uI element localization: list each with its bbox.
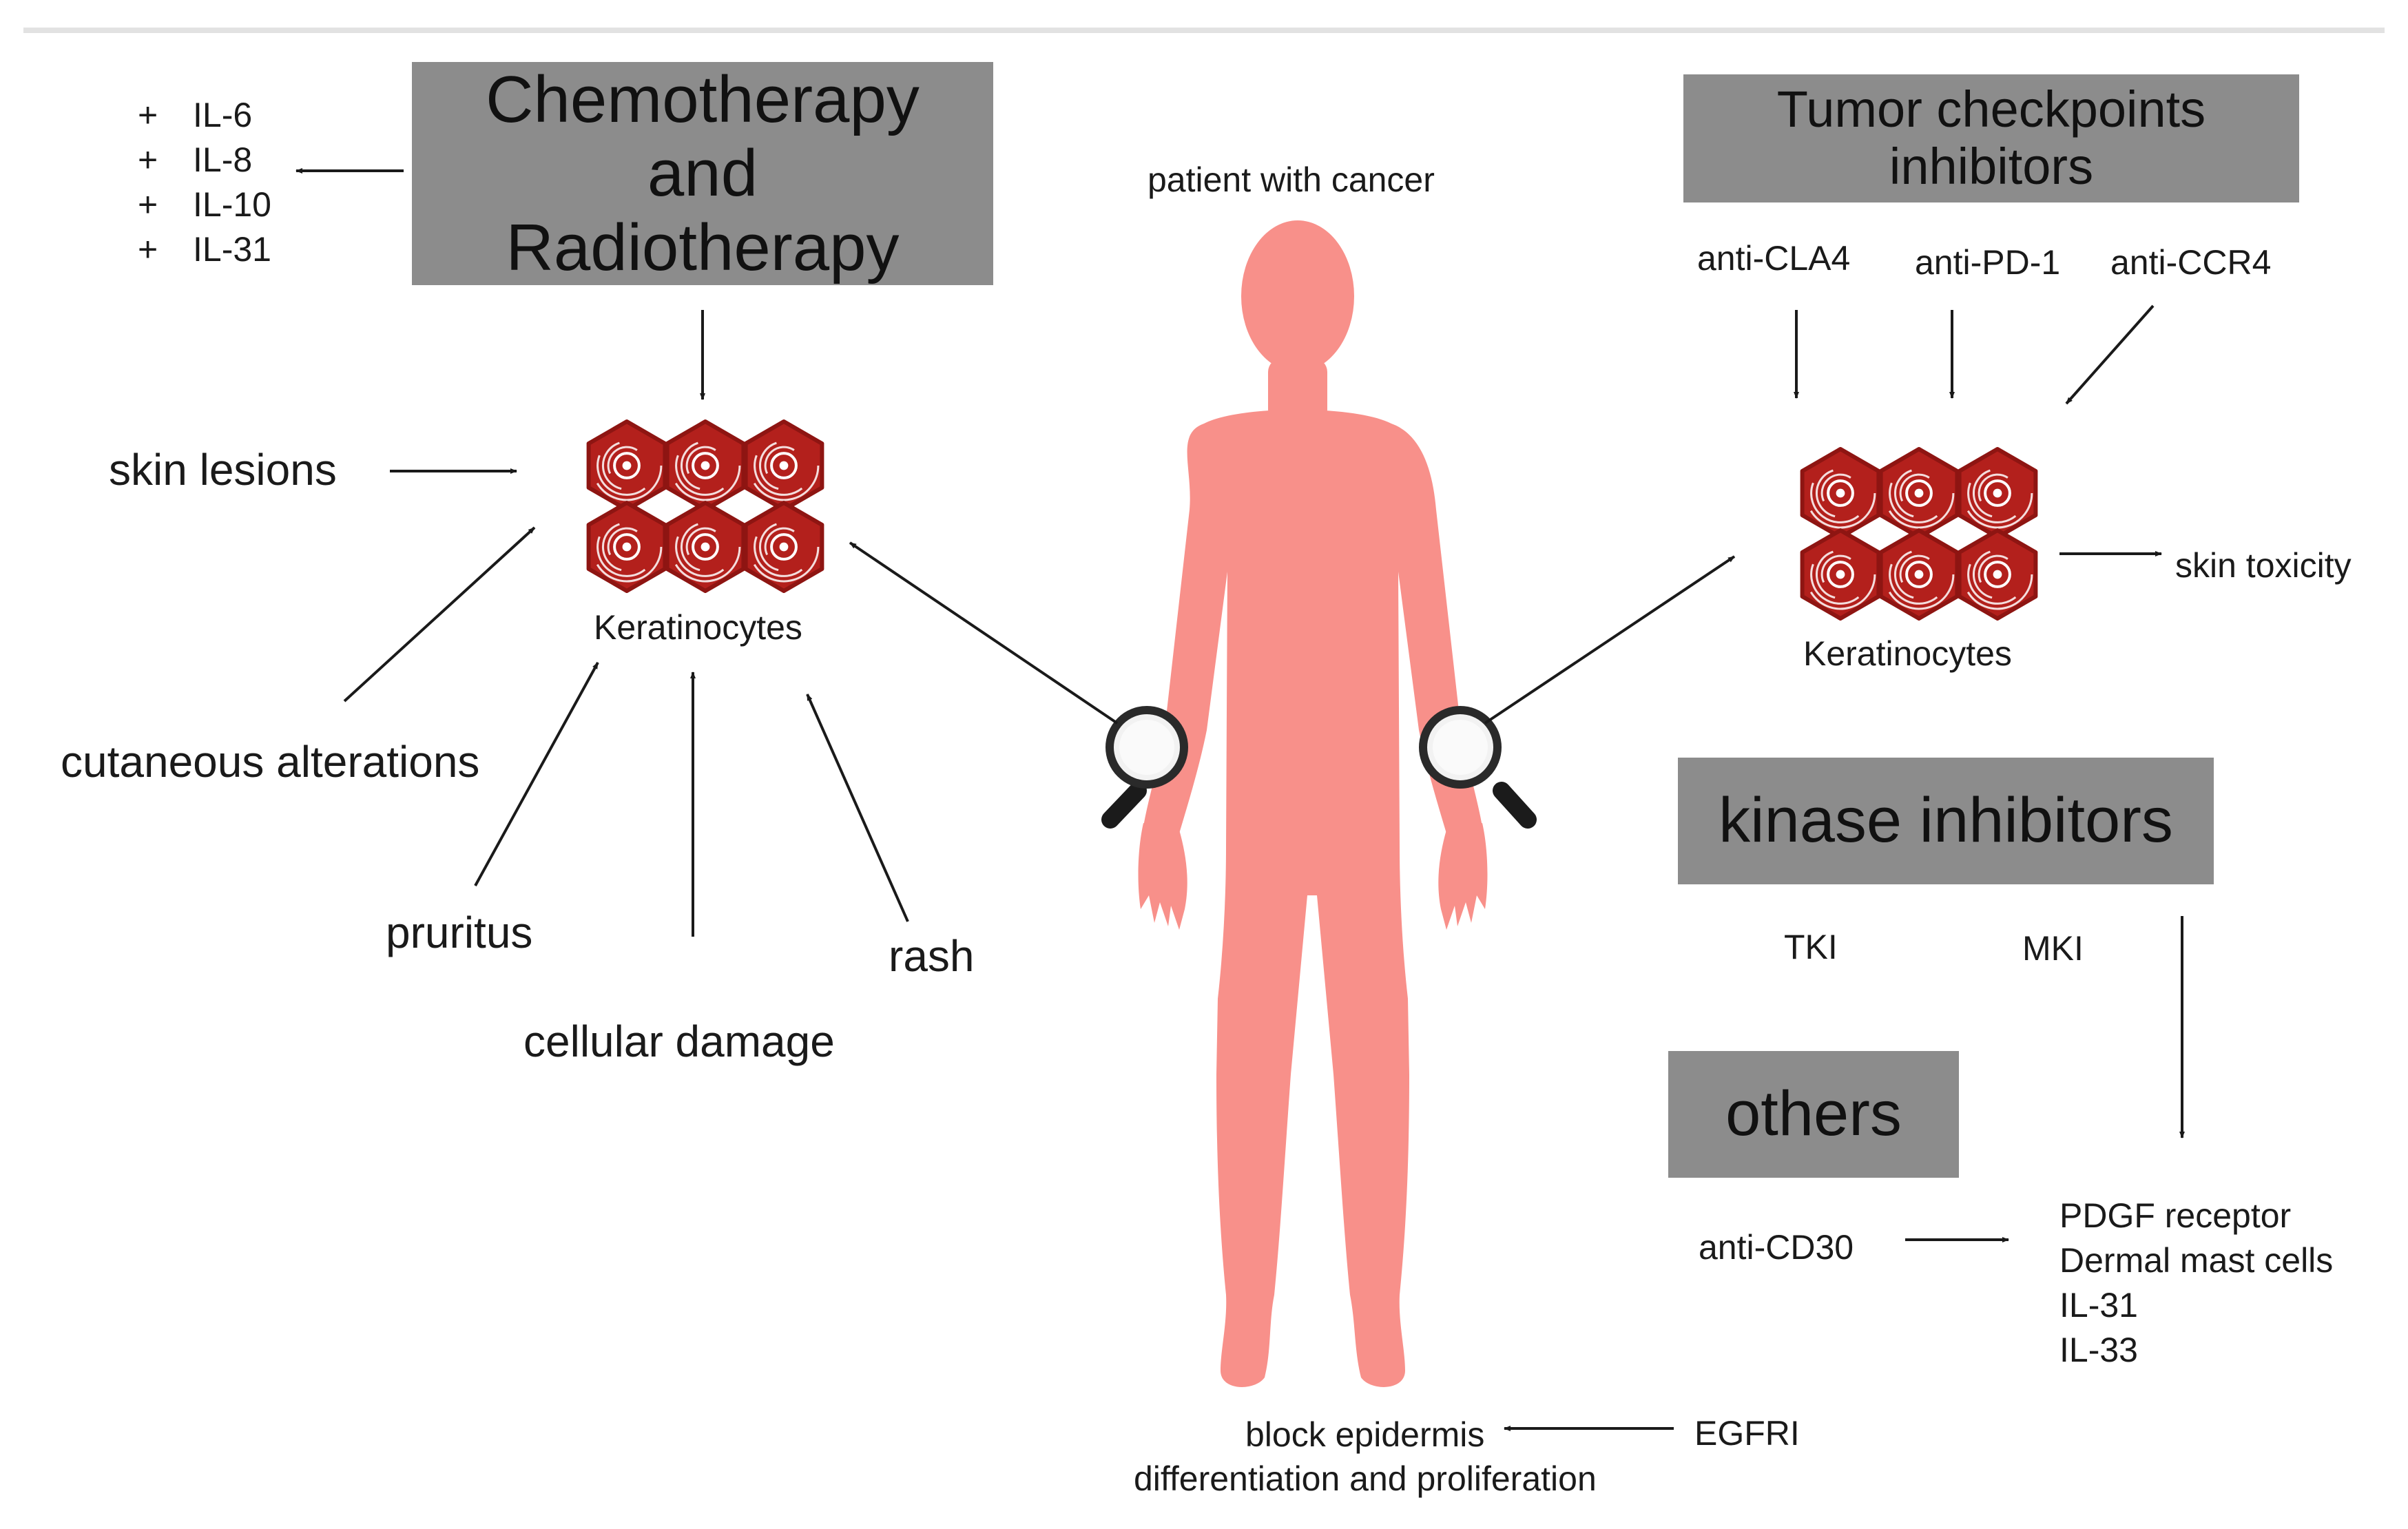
interleukin-item: + IL-8: [138, 140, 252, 180]
chemo-radiotherapy-box: [412, 62, 993, 285]
arrow-anti-ccr4: [2065, 304, 2155, 405]
interleukin-name: IL-10: [193, 185, 271, 224]
plus-sign: +: [138, 185, 158, 224]
keratinocyte-cell: [1957, 447, 2038, 539]
interleukin-name: IL-6: [193, 96, 253, 134]
plus-sign: +: [138, 96, 158, 134]
keratinocyte-cluster-left: [586, 419, 824, 593]
keratinocyte-cell: [1800, 528, 1881, 621]
target-item: PDGF receptor: [2059, 1196, 2292, 1235]
keratinocytes-left-label: Keratinocytes: [594, 608, 802, 647]
target-item: Dermal mast cells: [2059, 1241, 2334, 1280]
magnifier-left-icon: [1101, 706, 1188, 829]
arrow-pruritus: [474, 662, 599, 886]
anti-pd1-label: anti-PD-1: [1915, 243, 2061, 282]
arrow-rash: [806, 694, 909, 922]
anti-cd30-label: anti-CD30: [1699, 1228, 1854, 1267]
mki-label: MKI: [2022, 929, 2084, 968]
block-epidermis-line2: differentiation and proliferation: [1134, 1459, 1597, 1498]
keratinocyte-cell: [743, 501, 824, 593]
keratinocyte-cell: [1878, 528, 1960, 621]
checkpoint-inhibitors-title: Tumor checkpoints inhibitors: [1776, 81, 2206, 195]
interleukin-name: IL-31: [193, 230, 271, 269]
anti-cla4-label: anti-CLA4: [1697, 239, 1851, 278]
arrow-patient-to-right-keratinocytes: [1484, 555, 1736, 725]
rash-label: rash: [889, 931, 975, 981]
checkpoint-inhibitors-box: [1683, 74, 2299, 202]
chemo-title-line3: Radiotherapy: [506, 210, 900, 284]
keratinocytes-right-label: Keratinocytes: [1803, 634, 2012, 673]
pruritus-label: pruritus: [386, 908, 533, 957]
others-box: [1668, 1051, 1959, 1178]
keratinocyte-cell: [743, 419, 824, 512]
interleukin-item: + IL-10: [138, 185, 271, 225]
arrow-cutaneous-alterations: [343, 526, 536, 703]
interleukin-item: + IL-31: [138, 229, 271, 269]
patient-silhouette: [1138, 220, 1488, 1387]
keratinocyte-cell: [1800, 447, 1881, 539]
interleukin-item: + IL-6: [138, 95, 252, 135]
keratinocyte-cell: [665, 419, 746, 512]
keratinocyte-cell: [1878, 447, 1960, 539]
target-item: IL-31: [2059, 1286, 2138, 1324]
keratinocyte-cluster-right: [1800, 447, 2038, 621]
anti-ccr4-label: anti-CCR4: [2110, 243, 2272, 282]
tki-label: TKI: [1784, 928, 1838, 966]
kinase-inhibitors-box: [1678, 758, 2214, 884]
interleukin-name: IL-8: [193, 141, 253, 179]
skin-lesions-label: skin lesions: [109, 445, 337, 495]
patient-label: patient with cancer: [1148, 160, 1435, 199]
keratinocyte-cell: [586, 501, 667, 593]
target-item: IL-33: [2059, 1331, 2138, 1369]
kinase-inhibitors-title: kinase inhibitors: [1719, 785, 2173, 856]
chemo-radiotherapy-title: Chemotherapy and Radiotherapy: [412, 62, 993, 285]
chemo-title-line2: and: [647, 136, 758, 211]
plus-sign: +: [138, 141, 158, 179]
cutaneous-alterations-label: cutaneous alterations: [61, 737, 480, 787]
magnifier-right-icon: [1419, 706, 1537, 829]
plus-sign: +: [138, 230, 158, 269]
others-title: others: [1725, 1079, 1902, 1150]
keratinocyte-cell: [665, 501, 746, 593]
cellular-damage-label: cellular damage: [523, 1017, 835, 1066]
arrow-patient-to-left-keratinocytes: [849, 541, 1119, 725]
block-epidermis-line1: block epidermis: [1245, 1415, 1485, 1454]
egfri-label: EGFRI: [1694, 1414, 1800, 1453]
skin-toxicity-label: skin toxicity: [2175, 546, 2352, 585]
keratinocyte-cell: [586, 419, 667, 512]
chemo-title-line1: Chemotherapy: [486, 62, 920, 136]
keratinocyte-cell: [1957, 528, 2038, 621]
